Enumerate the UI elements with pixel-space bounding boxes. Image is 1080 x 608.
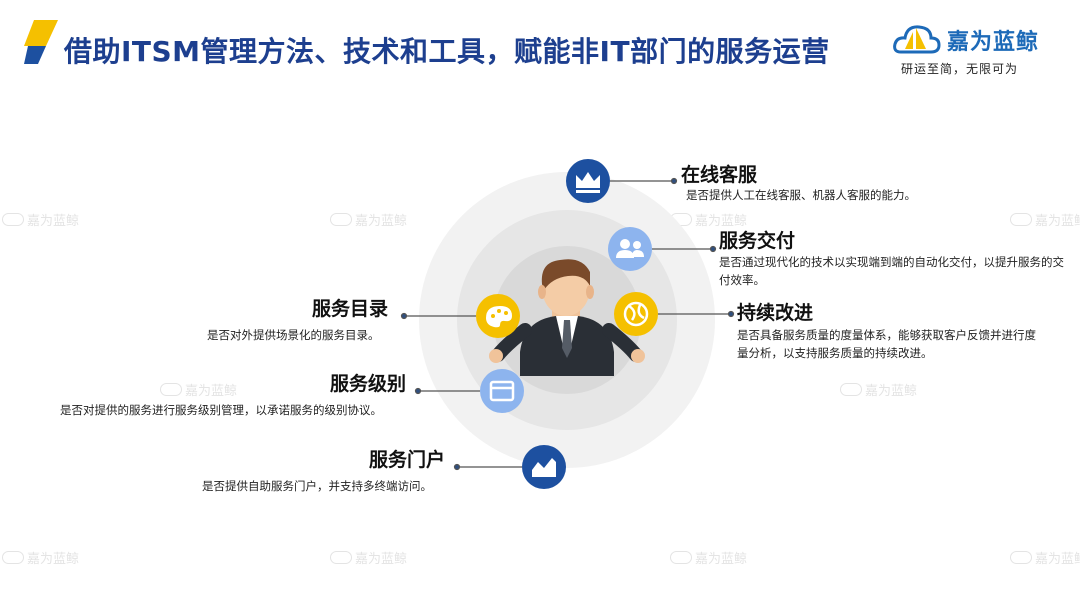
item-desc-online-service: 是否提供人工在线客服、机器人客服的能力。	[686, 188, 916, 202]
watermark: 嘉为蓝鲸	[840, 380, 917, 399]
watermark-cloud-icon	[2, 551, 24, 564]
watermark-cloud-icon	[330, 551, 352, 564]
chart-icon	[522, 445, 566, 489]
connector-dot	[670, 177, 678, 185]
watermark: 嘉为蓝鲸	[2, 210, 79, 229]
palette-icon	[476, 294, 520, 338]
watermark-cloud-icon	[840, 383, 862, 396]
item-title-improvement: 持续改进	[737, 302, 814, 324]
watermark: 嘉为蓝鲸	[160, 380, 237, 399]
watermark-cloud-icon	[330, 213, 352, 226]
connector-dot	[727, 310, 735, 318]
crown-icon	[566, 159, 610, 203]
item-title-catalog: 服务目录	[312, 298, 389, 320]
watermark-cloud-icon	[1010, 213, 1032, 226]
watermark-cloud-icon	[2, 213, 24, 226]
item-desc-level: 是否对提供的服务进行服务级别管理，以承诺服务的级别协议。	[60, 403, 382, 417]
cloud-sail-logo-icon	[893, 25, 941, 54]
watermark-cloud-icon	[160, 383, 182, 396]
businessman-illustration	[489, 259, 645, 376]
watermark: 嘉为蓝鲸	[670, 548, 747, 567]
item-title-portal: 服务门户	[369, 449, 446, 471]
watermark-cloud-icon	[1010, 551, 1032, 564]
watermark: 嘉为蓝鲸	[330, 548, 407, 567]
item-title-level: 服务级别	[330, 373, 407, 395]
watermark: 嘉为蓝鲸	[2, 548, 79, 567]
watermark-cloud-icon	[670, 551, 692, 564]
item-desc-delivery: 是否通过现代化的技术以实现端到端的自动化交付，以提升服务的交付效率。	[719, 255, 1064, 287]
title-mark-icon	[24, 20, 58, 64]
brand-slogan: 研运至简，无限可为	[901, 62, 1019, 76]
item-desc-portal: 是否提供自助服务门户，并支持多终端访问。	[202, 479, 432, 493]
item-desc-catalog: 是否对外提供场景化的服务目录。	[207, 328, 380, 342]
connector-dot	[709, 245, 717, 253]
connector-dot	[414, 387, 422, 395]
connector-dot	[400, 312, 408, 320]
item-title-online-service: 在线客服	[681, 164, 758, 186]
item-desc-improvement: 是否具备服务质量的度量体系，能够获取客户反馈并进行度量分析，以支持服务质量的持续…	[737, 328, 1036, 360]
connector-dot	[453, 463, 461, 471]
brand-logo: 嘉为蓝鲸 研运至简，无限可为	[893, 16, 1053, 78]
watermark: 嘉为蓝鲸	[1010, 210, 1080, 229]
page-title: 借助ITSM管理方法、技术和工具，赋能非IT部门的服务运营	[64, 35, 830, 68]
users-icon	[608, 227, 652, 271]
watermark: 嘉为蓝鲸	[1010, 548, 1080, 567]
brand-name: 嘉为蓝鲸	[947, 30, 1040, 55]
watermark: 嘉为蓝鲸	[330, 210, 407, 229]
globe-icon	[614, 292, 658, 336]
item-title-delivery: 服务交付	[719, 230, 796, 252]
window-icon	[480, 369, 524, 413]
